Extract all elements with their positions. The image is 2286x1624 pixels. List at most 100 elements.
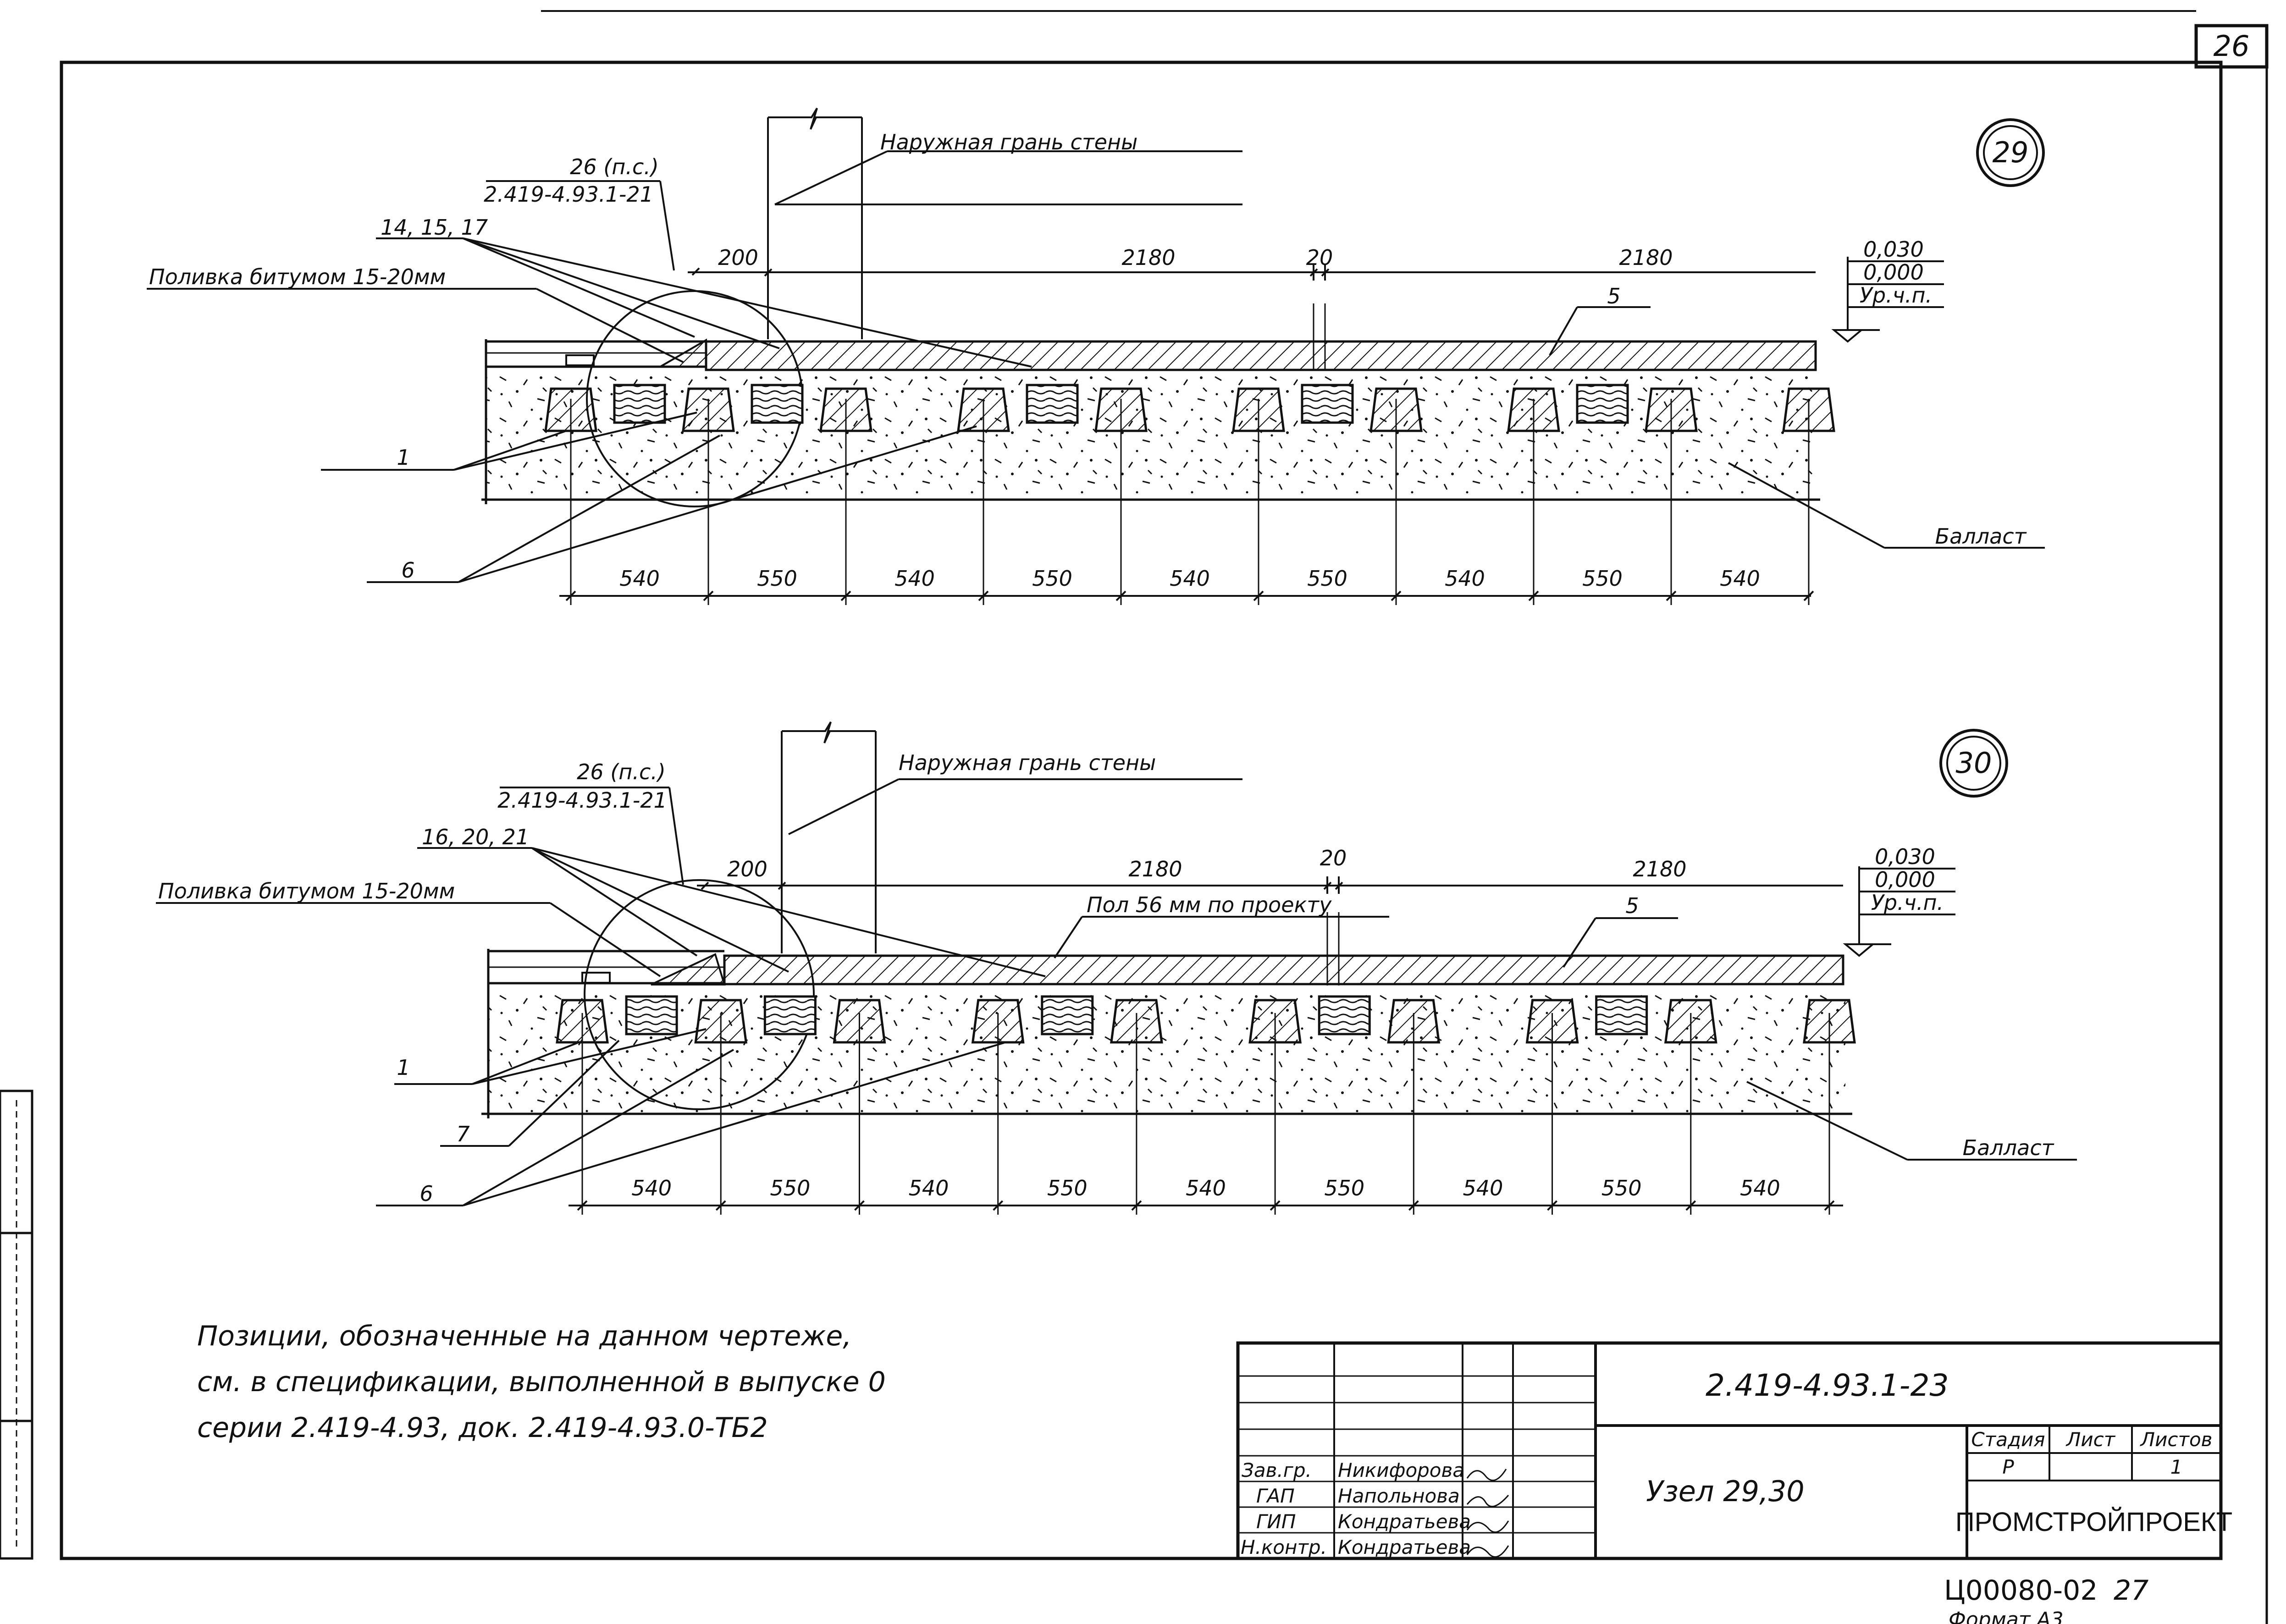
node-29-detail-block [565,354,595,366]
node-29-top-dim-2: 2180 [1121,245,1175,270]
node-30-level-triangle [1843,943,1876,957]
node-30-top-dim-1: 200 [727,857,768,881]
node-29-ref-bottom: 2.419-4.93.1-21 [484,182,653,207]
archive-page: 27 [2114,1574,2148,1607]
node-30-bottom-dim-9: 540 [1740,1176,1780,1200]
sheet-format: Формат А3 [1949,1608,2064,1624]
drawing-title: Узел 29,30 [1646,1475,1805,1508]
col-stage: Стадия [1971,1428,2045,1451]
node-29-level-triangle [1831,329,1864,343]
node-30-level-1: 0,030 [1875,844,1935,869]
node-30-dim-tick [1685,1200,1696,1211]
stage-value: Р [2002,1456,2014,1478]
node-29-bottom-dim-4: 550 [1032,566,1072,591]
node-30-positions: 16, 20, 21 [422,825,529,849]
node-30-dim-tick [1547,1200,1557,1211]
node-30-bitumen: Поливка битумом 15-20мм [158,879,455,903]
node-30-dim-tick [854,1200,865,1211]
node-29-bitumen: Поливка битумом 15-20мм [149,264,446,289]
node-30-bottom-ticks [577,1013,1835,1215]
node-29-label-1: 1 [397,445,410,470]
node-30-ballast-label: Балласт [1963,1135,2054,1160]
node-30-dim-tick [577,1200,588,1211]
node-30-dim-tick [1408,1200,1419,1211]
signature-1 [1466,1469,1507,1481]
node-30-pos-leader-2 [531,847,789,973]
drawing-frame [60,61,2223,1560]
node-30-ref-top: 26 (п.с.) [577,760,666,784]
node-30-wood-block [1318,995,1371,1035]
node-30-label1-leader-a [472,1042,578,1085]
node-30-level-3: Ур.ч.п. [1871,890,1944,915]
sheet-number: 26 [2214,29,2250,63]
note-line-1: Позиции, обозначенные на данном чертеже, [197,1320,851,1352]
node-29-label6-leader-a [458,435,720,583]
node-29-level-1: 0,030 [1863,237,1924,262]
node-30-ballast-leader [1746,1081,1908,1161]
node-30-label6-leader-a [463,1049,734,1206]
node-30-label5-leader [1563,917,1596,968]
node-29-bottom-dim-1: 540 [619,566,660,591]
node-29-ref-top: 26 (п.с.) [570,154,659,179]
staff-role-1: Зав.гр. [1242,1459,1312,1481]
node-29-wall-leader-diag [774,150,888,205]
node-29-label1-leader-b [453,412,697,471]
sheet-number-box [2194,24,2269,69]
node-29-bottom-dim-3: 540 [895,566,935,591]
node-29-label6-leader-b [458,425,977,583]
node-29-wood-block [613,384,666,424]
node-29-dim-tick [1253,590,1264,601]
node-30-level-2: 0,000 [1875,867,1935,892]
node-30-number: 30 [1956,746,1992,780]
node-30-wood-block [763,995,817,1035]
node-30-bitumen-leader [549,902,661,977]
node-29-bitumen-fillet [657,338,707,368]
left-stamp-strip [0,1090,33,1560]
node-30-bottom-dim-6: 550 [1324,1176,1364,1200]
node-29-label-6: 6 [401,558,414,583]
node-30-dim-tick [1270,1200,1281,1211]
node-29-ballast-label: Балласт [1935,524,2027,549]
node-29-dim-tick [1115,590,1126,601]
staff-name-4: Кондратьева [1338,1536,1471,1558]
node-30-callout-circle [584,879,815,1110]
signature-3 [1466,1520,1509,1533]
node-30-label6-leader-b [463,1042,1005,1206]
node-29-drawing: 29 [147,107,2045,605]
node-30-wood-block [1595,995,1648,1035]
node-30-label1-leader-b [472,1028,707,1085]
node-29-bottom-dim-2: 550 [757,566,797,591]
node-30-bottom-dim-7: 540 [1463,1176,1503,1200]
node-30-bottom-dim-4: 550 [1047,1176,1088,1200]
node-30-dim-tick [1131,1200,1142,1211]
node-29-ref-leader [659,181,675,271]
node-29-break-line [768,107,862,130]
organization: ПРОМСТРОЙПРОЕКТ [1955,1507,2232,1537]
sheets-value: 1 [2170,1456,2183,1478]
staff-name-3: Кондратьева [1338,1510,1471,1533]
node-29-bottom-ticks [565,399,1814,605]
node-30-bottom-dim-5: 540 [1186,1176,1226,1200]
node-29-dim-tick [978,590,989,601]
note-line-2: см. в спецификации, выполненной в выпуск… [197,1366,886,1398]
node-30-bottom-dim-3: 540 [909,1176,949,1200]
node-29-ballast-leader [1728,462,1885,549]
node-29-wood-block [1026,384,1079,424]
node-29-dim-tick [703,590,714,601]
node-29-label1-leader-a [453,430,567,471]
staff-role-2: ГАП [1256,1485,1295,1507]
node-30-label7-leader [508,1040,620,1147]
doc-code: 2.419-4.93.1-23 [1706,1368,1949,1403]
node-29-dim-tick [565,590,576,601]
node-29-dim-tick [840,590,851,601]
node-30-bottom-dim-8: 550 [1601,1176,1642,1200]
node-30-detail-block [581,972,611,984]
node-30-top-dim-2: 2180 [1128,857,1182,881]
staff-role-4: Н.контр. [1241,1536,1327,1558]
col-sheets: Листов [2140,1428,2213,1451]
node-30-top-dim-4: 2180 [1633,857,1686,881]
node-30-label-1: 1 [397,1055,410,1080]
archive-code: Ц00080-02 [1944,1574,2098,1607]
node-30-floor-label: Пол 56 мм по проекту [1087,892,1332,917]
